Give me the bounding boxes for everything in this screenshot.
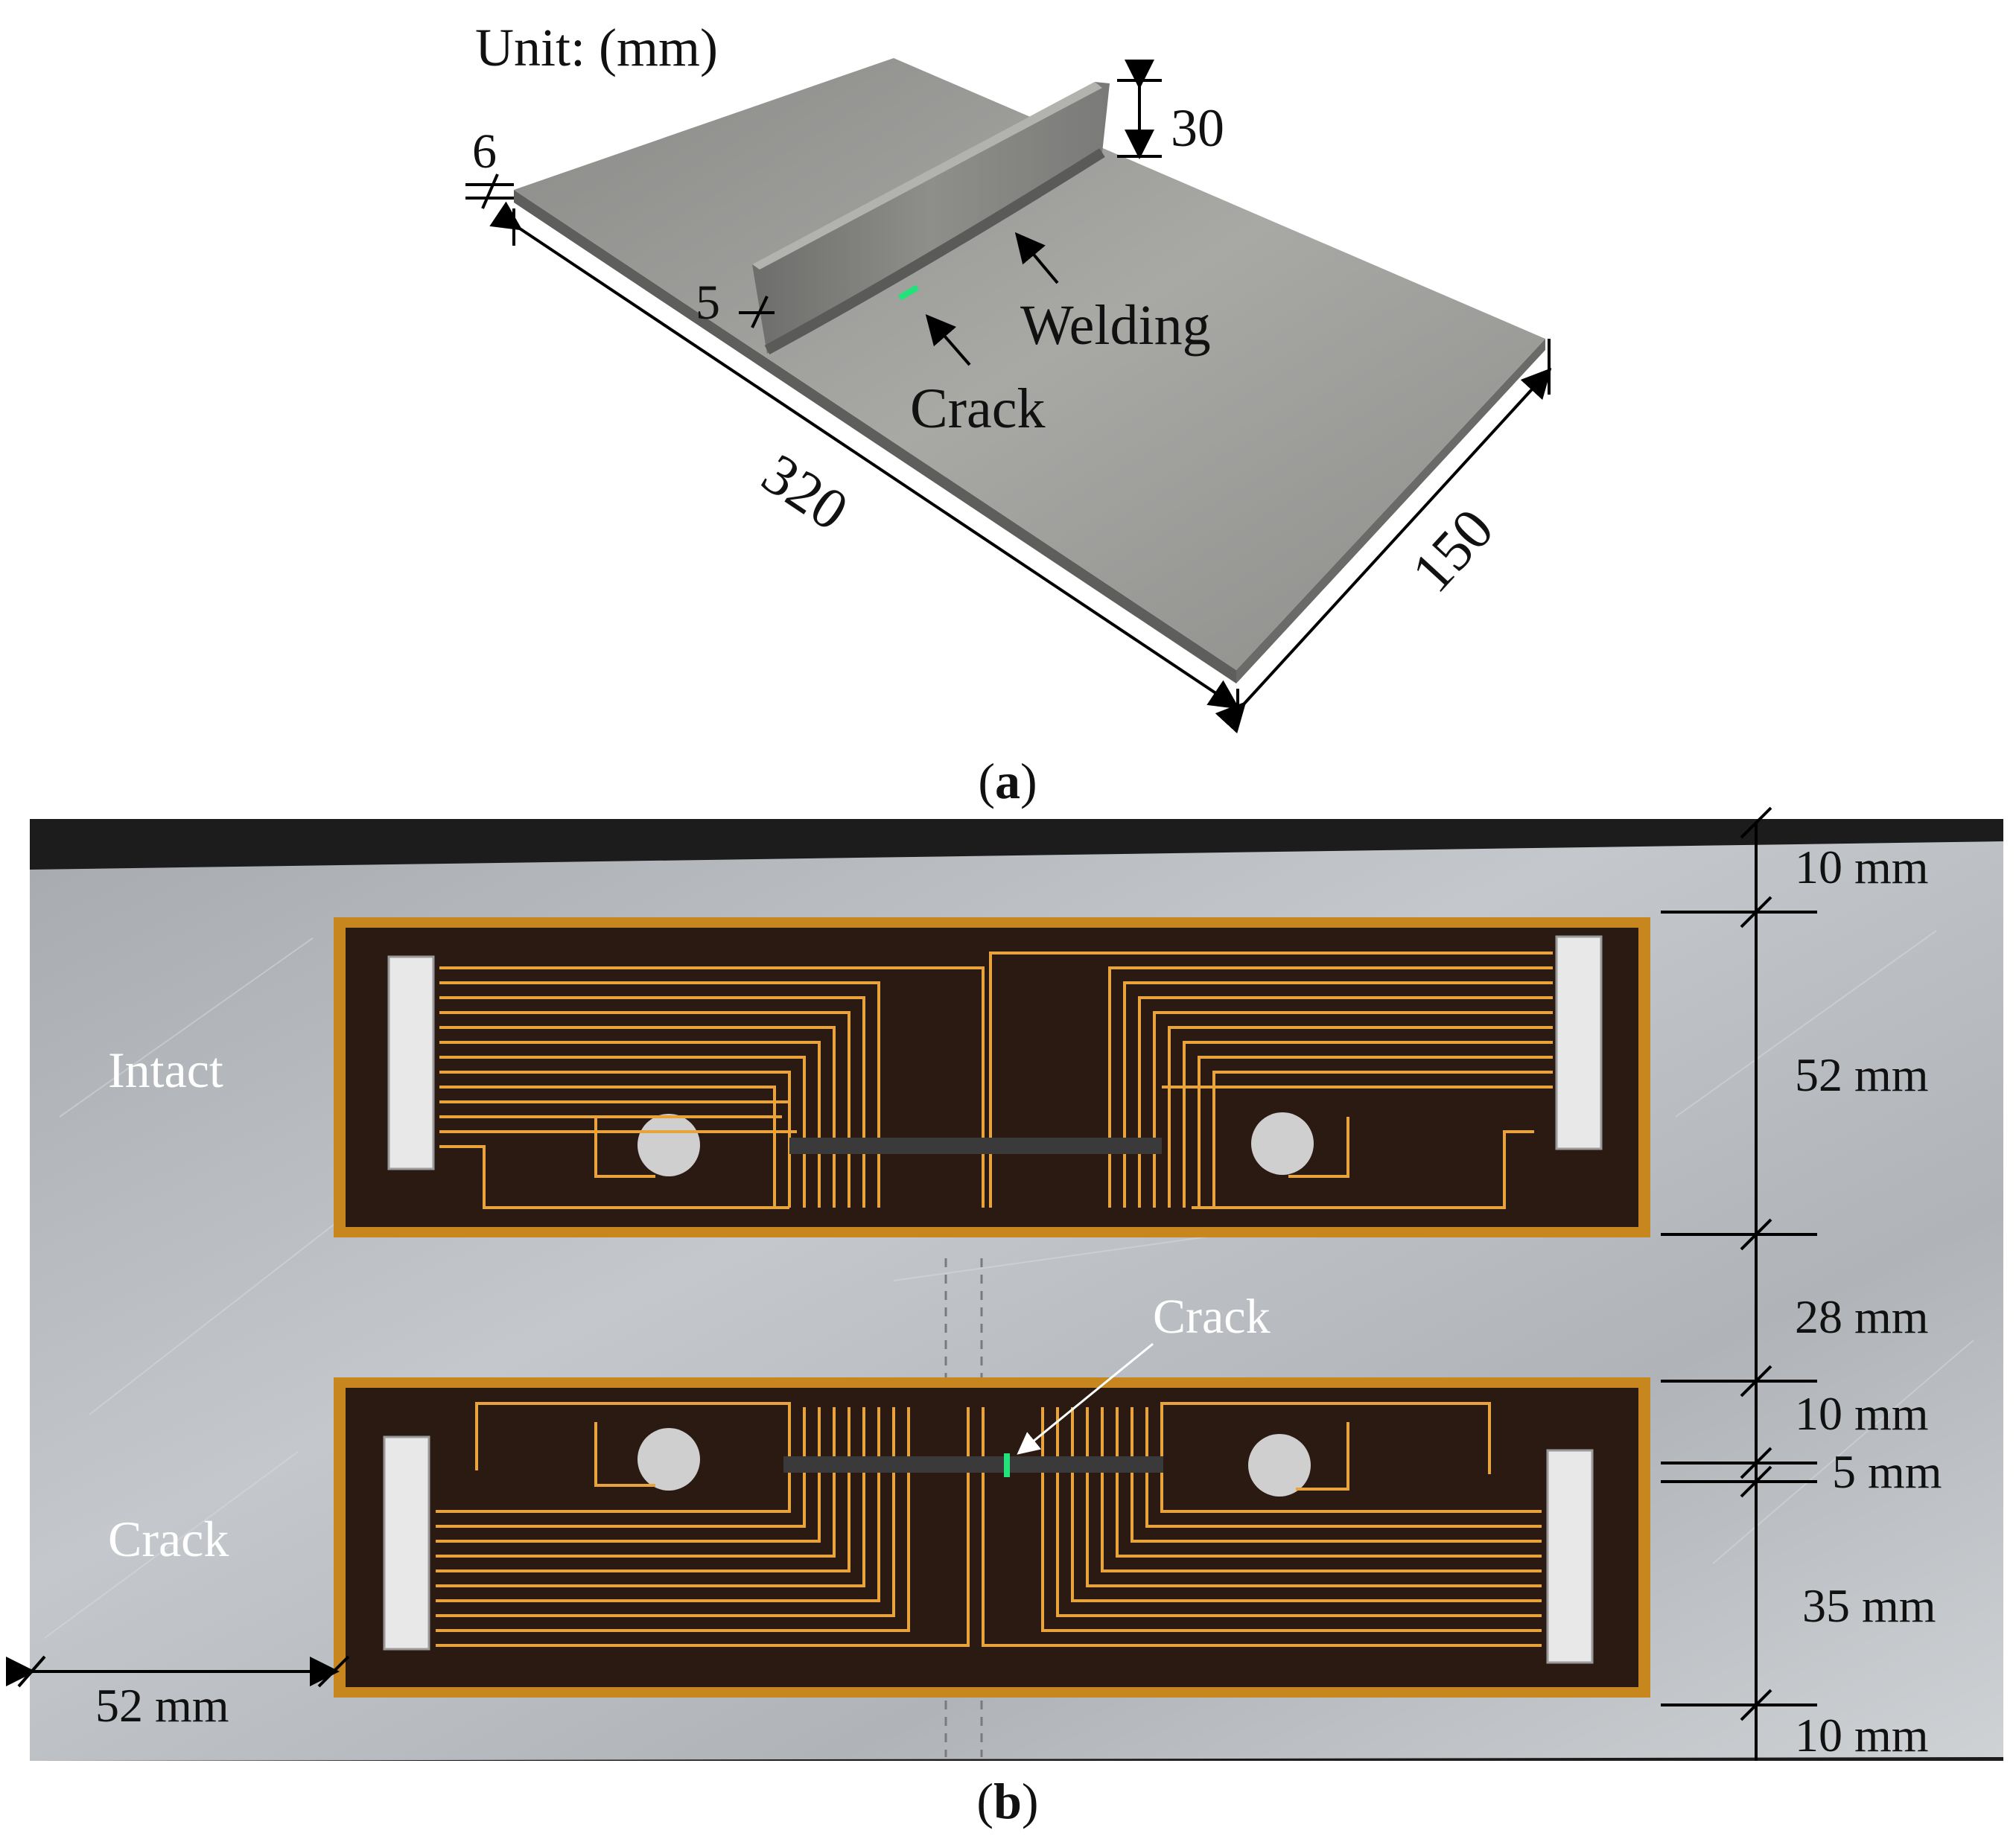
- panel-b-photo: [30, 819, 2003, 1761]
- sensor-crack: [334, 1377, 1650, 1698]
- scratch-texture: [44, 930, 1974, 1639]
- dim-left-bottom: 52 mm: [95, 1679, 229, 1732]
- pad-right-crack: [1248, 1434, 1311, 1497]
- label-crack-pointer: Crack: [1153, 1290, 1271, 1344]
- dim-right-2: 52 mm: [1795, 1048, 1929, 1101]
- unit-label: Unit: (mm): [475, 18, 718, 77]
- label-crack-a: Crack: [910, 377, 1045, 440]
- dim-right-3: 28 mm: [1795, 1290, 1929, 1343]
- panel-b-annotations: Intact Crack Crack 10 mm 52 mm 28 mm 10 …: [6, 806, 1942, 1829]
- dim-right-7: 10 mm: [1795, 1709, 1929, 1762]
- dim-right-4: 10 mm: [1795, 1387, 1929, 1440]
- pad-left-intact: [637, 1114, 700, 1176]
- connector-right-intact: [1555, 935, 1603, 1150]
- dim-thickness-rib: 5: [696, 275, 720, 330]
- sensor-array-crack: [783, 1456, 1163, 1473]
- label-welding: Welding: [1020, 294, 1211, 357]
- crack-arrow-a: [925, 313, 971, 366]
- dim-height-rib: 30: [1171, 98, 1224, 158]
- connector-left-crack: [383, 1435, 430, 1651]
- panel-a-photo: [514, 58, 1545, 683]
- connector-right-crack: [1546, 1449, 1594, 1664]
- connector-left-intact: [387, 955, 435, 1170]
- dim-width: 150: [1399, 496, 1505, 604]
- dim-right-6: 35 mm: [1802, 1579, 1936, 1632]
- pad-right-intact: [1251, 1112, 1314, 1175]
- caption-a: (a): [978, 753, 1037, 809]
- label-crack-row: Crack: [108, 1511, 229, 1567]
- pad-left-crack: [637, 1428, 700, 1491]
- sensor-intact: [334, 917, 1650, 1237]
- sensor-array-intact: [789, 1138, 1162, 1154]
- crack-arrow-b: [1017, 1342, 1154, 1455]
- dim-length: 320: [751, 441, 860, 543]
- dim-right-1: 10 mm: [1795, 841, 1929, 893]
- dim-right-5: 5 mm: [1832, 1445, 1942, 1498]
- label-intact: Intact: [108, 1042, 223, 1098]
- welding-arrow: [1014, 232, 1059, 284]
- caption-b: (b): [976, 1773, 1038, 1829]
- dim-thickness-plate: 6: [472, 124, 497, 179]
